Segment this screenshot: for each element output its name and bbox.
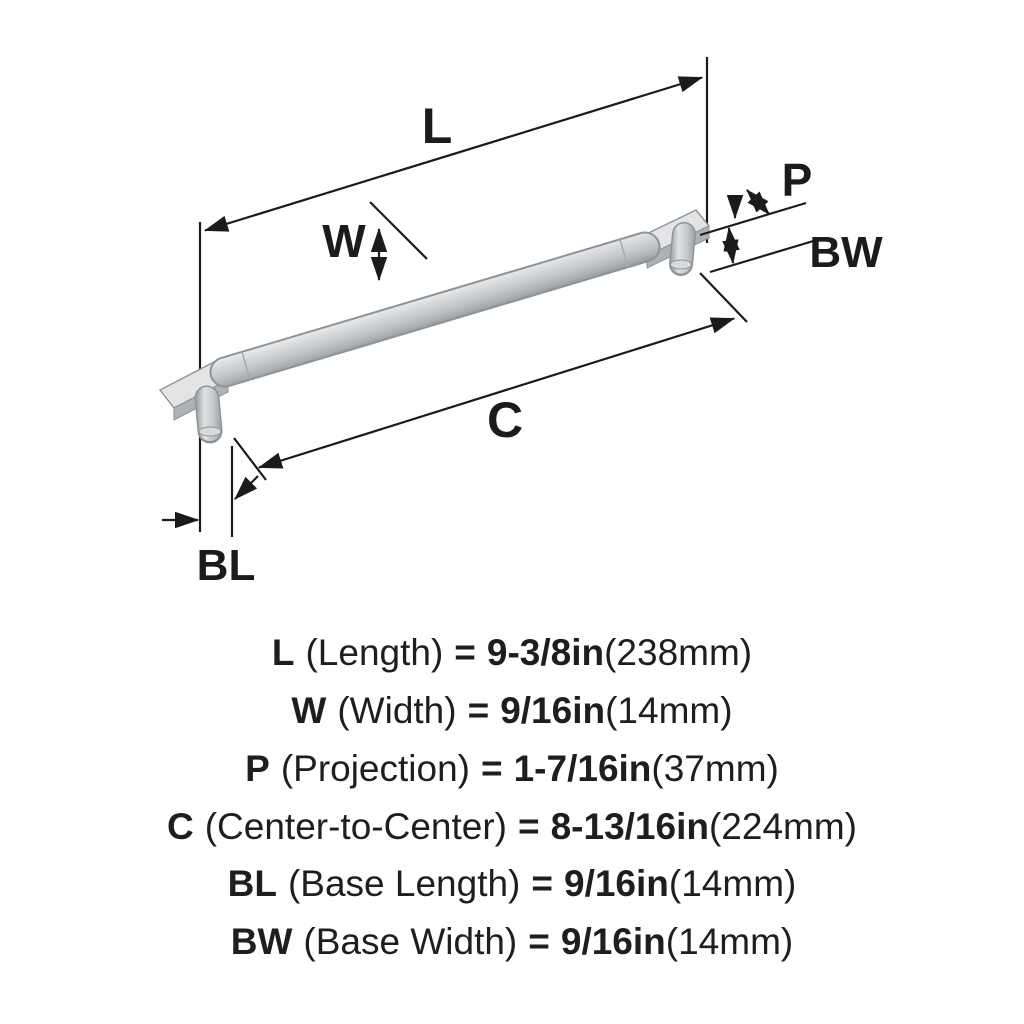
- handle-drawing: [158, 209, 711, 444]
- label-base-width: BW: [809, 228, 883, 277]
- spec-value: 9/16in: [500, 689, 606, 731]
- left-post-cap: [198, 426, 222, 437]
- spec-metric: (37mm): [651, 747, 779, 789]
- spec-value: 8-13/16in: [550, 805, 709, 847]
- label-length: L: [422, 98, 453, 154]
- handle-bar-ring-left: [241, 351, 251, 381]
- dim-line-center: [257, 317, 736, 469]
- spec-equals: =: [517, 805, 540, 847]
- spec-row-length: L(Length)=9-3/8in(238mm): [271, 632, 753, 673]
- spec-metric: (14mm): [605, 689, 733, 731]
- dim-line-projection-top: [699, 201, 807, 237]
- dim-arrow-base-width: [722, 226, 740, 265]
- spec-key: BL: [227, 863, 277, 905]
- handle-bar: [211, 233, 659, 386]
- spec-desc: (Center-to-Center): [204, 805, 507, 847]
- spec-value: 9/16in: [560, 921, 666, 963]
- spec-desc: (Base Width): [303, 921, 518, 963]
- spec-equals: =: [531, 863, 553, 905]
- spec-equals: =: [454, 632, 476, 673]
- spec-value: 9-3/8in: [486, 632, 605, 673]
- spec-key: P: [245, 747, 270, 789]
- dimension-diagram: L W P BW C BL: [158, 57, 883, 590]
- spec-row-projection: P(Projection) =1-7/16in(37mm): [245, 747, 779, 789]
- dim-line-base-bottom: [709, 237, 821, 274]
- spec-metric: (238mm): [604, 632, 753, 673]
- dim-tick-center-left: [233, 437, 267, 481]
- spec-metric: (14mm): [668, 863, 797, 905]
- dim-arrow-base-length-right: [234, 475, 259, 500]
- spec-desc: (Base Length): [287, 863, 521, 905]
- spec-equals: =: [528, 921, 550, 963]
- handle-bar-ring-right: [619, 238, 629, 268]
- right-post-cap: [670, 259, 692, 270]
- spec-metric: (224mm): [708, 805, 857, 847]
- spec-desc: (Width): [337, 689, 457, 731]
- spec-value: 9/16in: [564, 863, 669, 905]
- spec-key: W: [291, 689, 327, 731]
- dim-tick-width: [369, 201, 428, 260]
- spec-row-base-length: BL(Base Length)= 9/16in(14mm): [227, 863, 797, 905]
- spec-row-width: W(Width)=9/16in(14mm): [291, 689, 733, 731]
- dim-tick-center-right: [699, 272, 748, 323]
- spec-row-center-to-center: C(Center-to-Center)=8-13/16in(224mm): [166, 805, 857, 847]
- spec-row-base-width: BW(Base Width)=9/16in(14mm): [230, 921, 794, 963]
- label-projection: P: [782, 154, 813, 206]
- spec-value: 1-7/16in: [513, 747, 652, 789]
- label-width: W: [322, 215, 366, 267]
- spec-metric: (14mm): [665, 921, 794, 963]
- dim-line-length: [203, 76, 704, 232]
- spec-equals: =: [481, 747, 503, 789]
- left-post: [196, 387, 221, 441]
- dim-arrow-projection: [746, 189, 770, 215]
- spec-key: C: [166, 805, 194, 847]
- spec-desc: (Projection): [280, 747, 470, 789]
- spec-equals: =: [467, 689, 490, 731]
- right-post: [670, 223, 695, 274]
- label-base-length: BL: [197, 541, 256, 590]
- spec-list: L(Length)=9-3/8in(238mm) W(Width)=9/16in…: [0, 632, 1024, 963]
- spec-key: BW: [230, 921, 293, 963]
- spec-desc: (Length): [305, 632, 444, 673]
- spec-key: L: [271, 632, 295, 673]
- label-center-to-center: C: [487, 392, 523, 448]
